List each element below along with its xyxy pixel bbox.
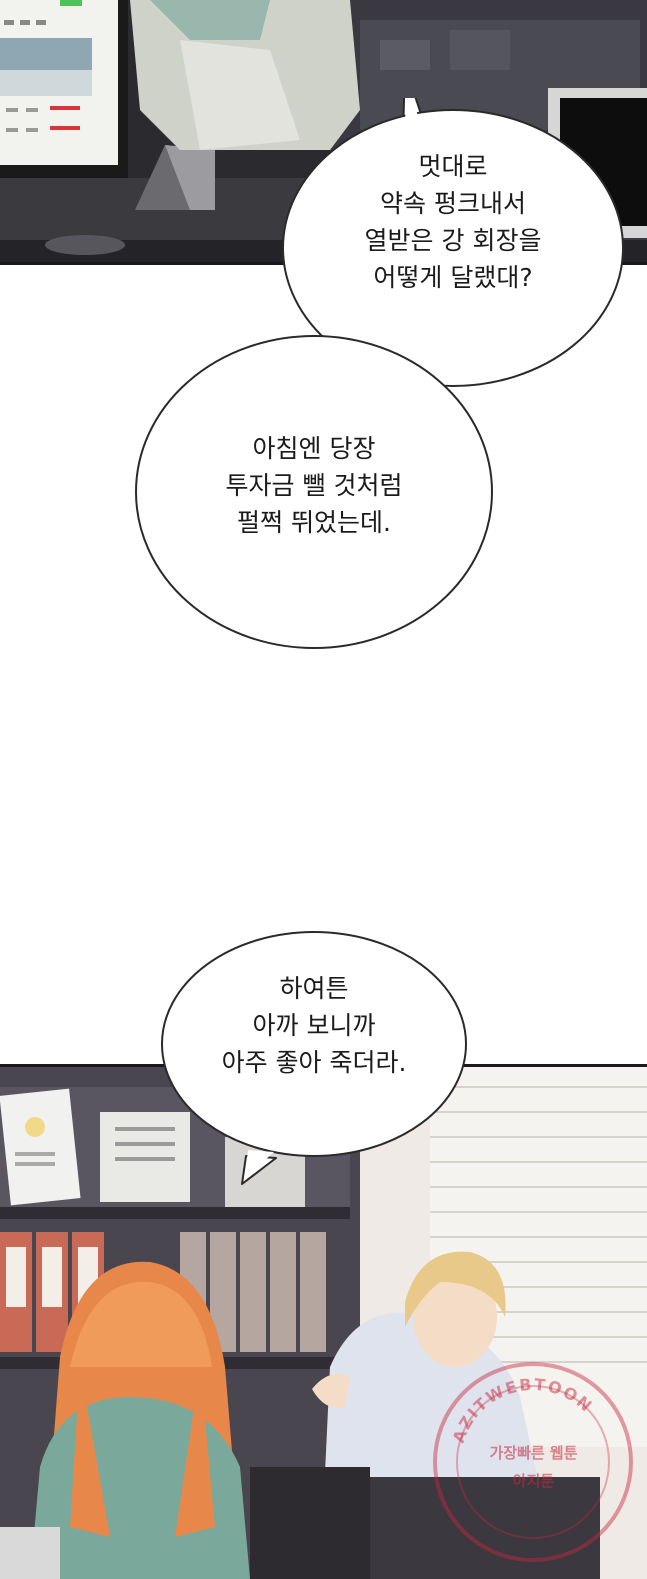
- speech-bubble-3-text: 하여튼 아까 보니까 아주 좋아 죽더라.: [158, 970, 470, 1081]
- speech-bubble-1-text: 멋대로 약속 펑크내서 열받은 강 회장을 어떻게 달랬대?: [275, 148, 631, 296]
- speech-bubble-2-text: 아침엔 당장 투자금 뺄 것처럼 펄쩍 뛰었는데.: [132, 430, 496, 541]
- dialogue-line: 어떻게 달랬대?: [373, 263, 533, 292]
- watermark-line-2: 아지툰: [512, 1472, 555, 1490]
- watermark-stamp: AZITWEBTOON 가장빠른 웹툰 아지툰: [431, 1360, 636, 1565]
- dialogue-line: 아까 보니까: [252, 1011, 376, 1040]
- speech-bubble-3-shape: [161, 931, 467, 1185]
- watermark-line-1: 가장빠른 웹툰: [489, 1444, 578, 1462]
- speech-bubble-1-shape: [282, 98, 624, 387]
- speech-bubble-1: 멋대로 약속 펑크내서 열받은 강 회장을 어떻게 달랬대?: [275, 98, 631, 390]
- dialogue-line: 펄쩍 뛰었는데.: [237, 508, 391, 537]
- dialogue-line: 하여튼: [279, 974, 349, 1003]
- speech-bubble-2-shape: [135, 335, 493, 649]
- dialogue-line: 아주 좋아 죽더라.: [221, 1048, 407, 1077]
- dialogue-line: 약속 펑크내서: [380, 189, 526, 218]
- watermark-ring-icon: AZITWEBTOON: [433, 1362, 633, 1562]
- dialogue-line: 열받은 강 회장을: [364, 226, 542, 255]
- speech-bubble-2: 아침엔 당장 투자금 뺄 것처럼 펄쩍 뛰었는데.: [132, 332, 496, 652]
- dialogue-line: 멋대로: [418, 152, 488, 181]
- speech-bubble-3: 하여튼 아까 보니까 아주 좋아 죽더라.: [158, 928, 470, 1188]
- dialogue-line: 투자금 뺄 것처럼: [225, 471, 403, 500]
- dialogue-line: 아침엔 당장: [252, 434, 376, 463]
